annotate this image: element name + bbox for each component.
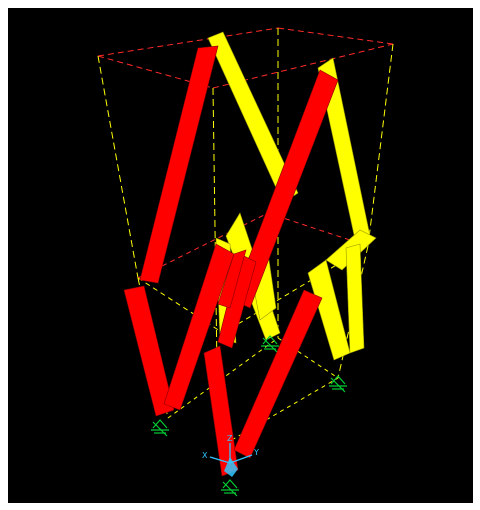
red-brace <box>233 289 323 459</box>
top-edge-line <box>97 27 279 57</box>
3d-model-viewport[interactable]: Z X Y <box>8 8 473 503</box>
axis-triad-icon: Z X Y <box>202 434 259 477</box>
top-edge-line <box>277 27 394 45</box>
red-brace <box>217 253 257 349</box>
pin-support-icon <box>329 375 347 393</box>
red-brace <box>139 45 219 284</box>
yellow-brace <box>207 31 299 204</box>
mid-edge-line <box>222 245 369 334</box>
mid-edge-line <box>137 212 269 279</box>
axis-label-x: X <box>202 451 208 460</box>
axis-label-z: Z <box>227 434 233 443</box>
yellow-brace <box>345 243 365 354</box>
red-braces <box>123 45 339 477</box>
axis-label-y: Y <box>253 448 259 457</box>
red-brace <box>163 243 235 411</box>
base-edge-line <box>217 377 339 449</box>
red-brace <box>123 285 175 417</box>
base-edge-line <box>167 337 279 419</box>
red-brace <box>232 69 339 309</box>
red-brace <box>203 345 239 477</box>
column-line <box>97 55 139 279</box>
pin-support-icon <box>261 335 279 353</box>
supports <box>151 335 347 497</box>
column-line <box>367 43 394 247</box>
pin-support-icon <box>151 419 169 437</box>
pin-support-icon <box>221 479 239 497</box>
red-brace <box>217 249 247 309</box>
structural-model-canvas[interactable]: Z X Y <box>8 8 473 503</box>
